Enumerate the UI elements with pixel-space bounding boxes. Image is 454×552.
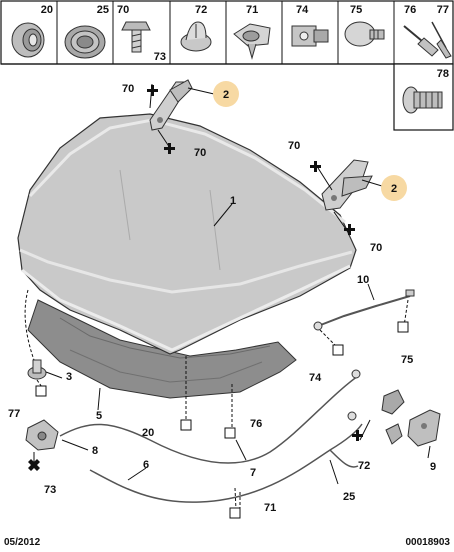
callout-screw-73: 73 <box>44 484 56 496</box>
strip-label-77: 77 <box>437 4 449 16</box>
callout-labels: 70 70 70 70 1 10 3 77 5 20 76 7 8 73 6 7… <box>8 83 436 514</box>
clip-74-icon <box>291 25 329 47</box>
footer-reference: 00018903 <box>405 537 451 548</box>
rubber-buffer-3 <box>27 359 47 380</box>
callout-buffer-3: 3 <box>66 371 72 383</box>
callout-70-a: 70 <box>122 83 134 95</box>
callout-clip-75: 75 <box>401 354 413 366</box>
strip-label-76: 76 <box>404 4 416 16</box>
callout-screw-72: 72 <box>358 460 370 472</box>
callout-cable-25: 25 <box>343 491 355 503</box>
rubber-boot-25-icon <box>64 25 106 59</box>
hinge-left <box>149 79 193 131</box>
callout-clip-77: 77 <box>8 408 20 420</box>
screw-70-icon <box>121 21 151 53</box>
strip-label-25: 25 <box>97 4 109 16</box>
callout-70-b: 70 <box>194 147 206 159</box>
callout-70-d: 70 <box>370 242 382 254</box>
fastener-crosses <box>28 85 363 471</box>
callout-clip-74: 74 <box>309 372 322 384</box>
strip-label-73: 73 <box>154 51 166 63</box>
grommet-20-icon <box>11 22 45 58</box>
callout-70-c: 70 <box>288 140 300 152</box>
strip-label-72: 72 <box>195 4 207 16</box>
callout-hinge-top: 2 <box>223 89 229 101</box>
badge-hinge-top: 2 <box>213 81 239 107</box>
clip-71-icon <box>233 23 271 60</box>
release-cables <box>59 369 363 503</box>
bonnet-latch-9 <box>381 389 441 447</box>
callout-clip-20: 20 <box>142 427 154 439</box>
callout-cable-7: 7 <box>250 467 256 479</box>
rivet-77-icon <box>431 21 452 59</box>
insulation-pad <box>27 299 297 399</box>
push-pin-75-icon <box>344 21 385 47</box>
strip-label-75: 75 <box>350 4 362 16</box>
callout-bonnet-1: 1 <box>230 195 236 207</box>
footer-date: 05/2012 <box>4 537 41 548</box>
callout-catch-8: 8 <box>92 445 98 457</box>
side-box-78: 78 <box>393 63 454 131</box>
callout-cable-6: 6 <box>143 459 149 471</box>
badge-hinge-right: 2 <box>381 175 407 201</box>
hinge-right <box>321 159 373 211</box>
callout-hinge-right: 2 <box>391 183 397 195</box>
strip-label-74: 74 <box>296 4 309 16</box>
callout-insulation-5: 5 <box>96 410 102 422</box>
callout-cable-10: 10 <box>357 274 369 286</box>
bonnet-panel <box>17 113 357 355</box>
callout-clip-76: 76 <box>250 418 262 430</box>
callout-latch-9: 9 <box>430 461 436 473</box>
parts-strip: 20 25 70 73 72 71 74 75 76 77 <box>0 0 454 65</box>
strip-label-78: 78 <box>437 68 449 80</box>
strip-label-70: 70 <box>117 4 129 16</box>
rivet-76-icon <box>403 25 439 57</box>
callout-boxes <box>35 321 409 519</box>
clip-72-icon <box>180 21 212 52</box>
cable-10 <box>313 289 415 331</box>
callout-clip-71: 71 <box>264 502 276 514</box>
strip-label-71: 71 <box>246 4 258 16</box>
expanding-rivet-78-icon <box>402 86 443 114</box>
bonnet-catch-8 <box>25 419 59 451</box>
strip-label-20: 20 <box>41 4 53 16</box>
